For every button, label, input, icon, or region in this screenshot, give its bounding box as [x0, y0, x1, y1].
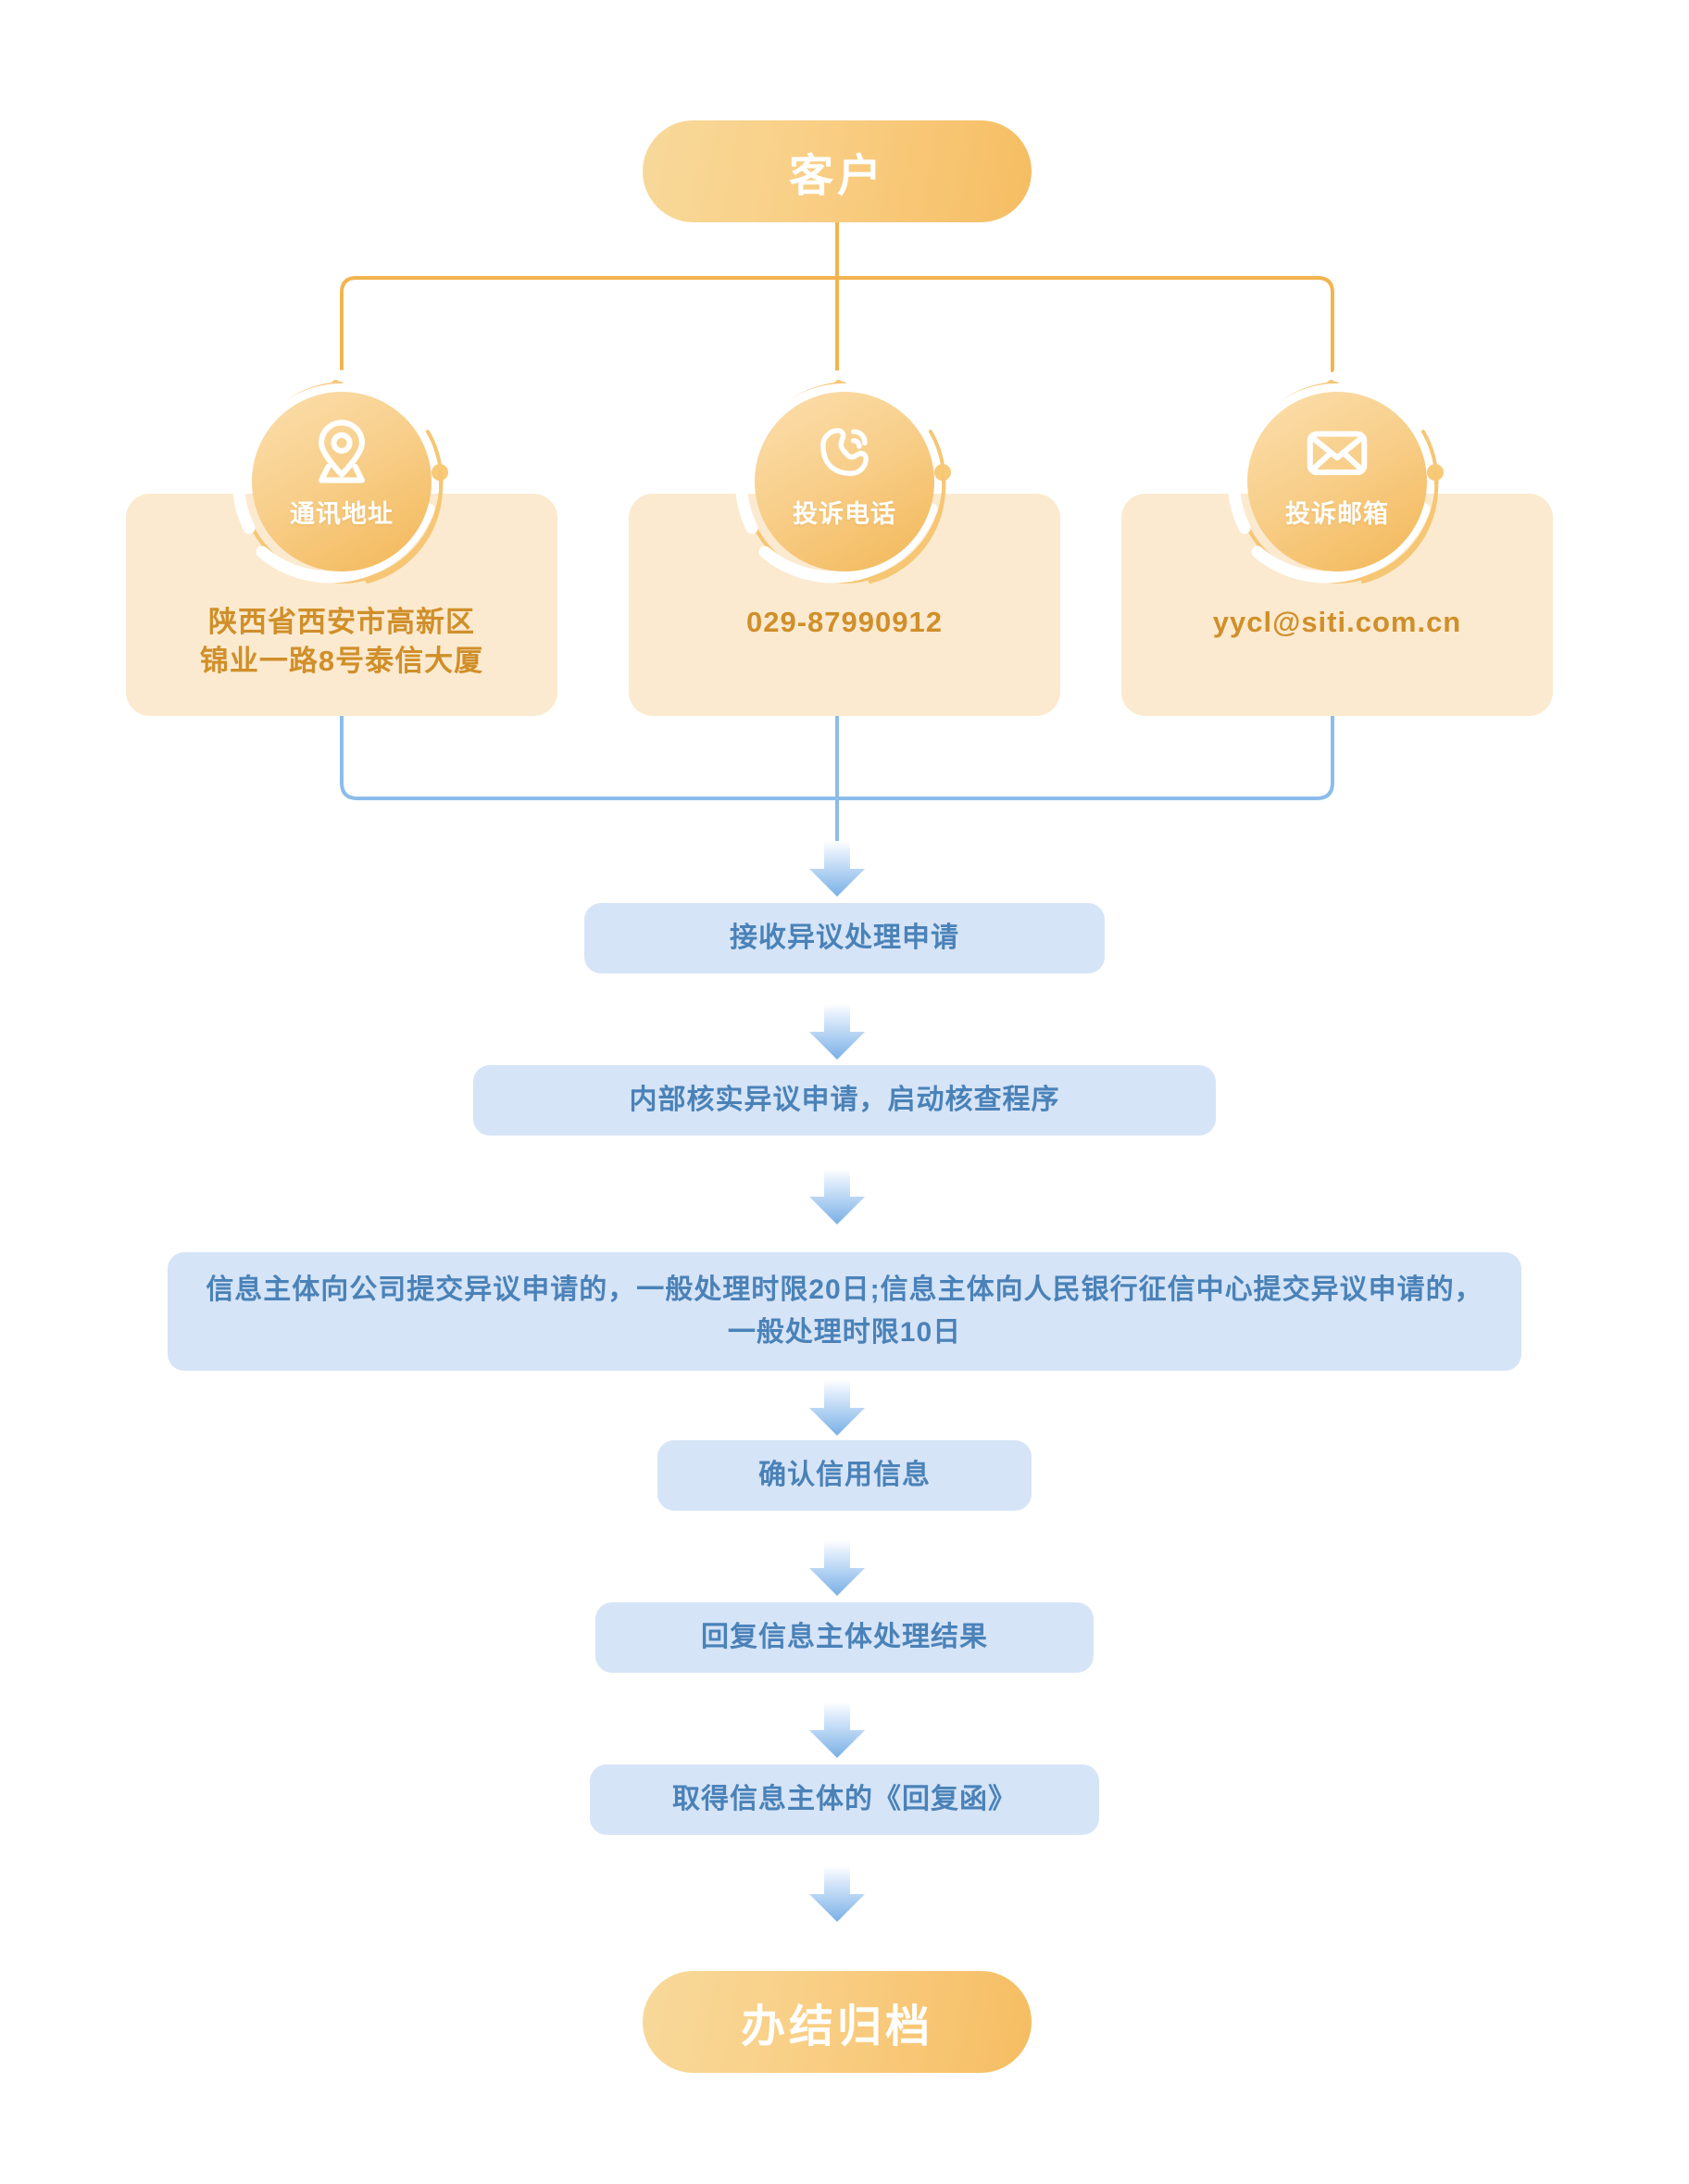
contact-badge-phone[interactable]: 投诉电话: [732, 369, 957, 595]
badge-ring-decoration: [1227, 370, 1444, 584]
process-step-4[interactable]: 确认信用信息: [657, 1440, 1032, 1511]
process-step-5[interactable]: 回复信息主体处理结果: [595, 1602, 1094, 1673]
badge-disc-email: 投诉邮箱: [1247, 392, 1427, 571]
contact-phone-value: 029-87990912: [629, 603, 1060, 642]
badge-disc-address: 通讯地址: [252, 392, 432, 571]
badge-ring-decoration: [734, 370, 951, 584]
contact-card-address[interactable]: 陕西省西安市高新区 锦业一路8号泰信大厦: [126, 494, 557, 716]
start-node-label: 客户: [788, 152, 885, 201]
email-address: yycl@siti.com.cn: [1212, 606, 1462, 638]
process-step-2[interactable]: 内部核实异议申请，启动核查程序: [473, 1065, 1216, 1136]
badge-disc-phone: 投诉电话: [755, 392, 934, 571]
contact-email-value: yycl@siti.com.cn: [1121, 603, 1553, 642]
envelope-icon: [1307, 431, 1368, 475]
process-step-6[interactable]: 取得信息主体的《回复函》: [590, 1764, 1099, 1835]
process-step-3-label: 信息主体向公司提交异议申请的，一般处理时限20日;信息主体向人民银行征信中心提交…: [206, 1274, 1483, 1349]
process-step-2-label: 内部核实异议申请，启动核查程序: [629, 1084, 1060, 1115]
process-step-1-label: 接收异议处理申请: [730, 922, 959, 953]
badge-label-address: 通讯地址: [290, 500, 394, 528]
process-step-1[interactable]: 接收异议处理申请: [584, 903, 1105, 973]
process-step-6-label: 取得信息主体的《回复函》: [672, 1783, 1017, 1814]
contact-badge-address[interactable]: 通讯地址: [229, 369, 455, 595]
phone-number: 029-87990912: [746, 606, 943, 638]
contact-badge-email[interactable]: 投诉邮箱: [1224, 369, 1450, 595]
phone-call-icon: [820, 428, 869, 476]
badge-label-phone: 投诉电话: [793, 500, 896, 528]
contact-address-value: 陕西省西安市高新区 锦业一路8号泰信大厦: [126, 603, 557, 681]
process-step-3[interactable]: 信息主体向公司提交异议申请的，一般处理时限20日;信息主体向人民银行征信中心提交…: [168, 1252, 1521, 1371]
end-node-label: 办结归档: [740, 2002, 933, 2052]
address-line-2: 锦业一路8号泰信大厦: [199, 644, 484, 677]
badge-label-email: 投诉邮箱: [1285, 500, 1389, 528]
process-step-4-label: 确认信用信息: [758, 1459, 931, 1490]
end-node-archive[interactable]: 办结归档: [643, 1971, 1032, 2073]
location-pin-icon: [319, 420, 365, 483]
start-node-customer[interactable]: 客户: [643, 120, 1032, 222]
process-step-5-label: 回复信息主体处理结果: [701, 1621, 988, 1652]
address-line-1: 陕西省西安市高新区: [208, 606, 475, 638]
badge-ring-decoration: [231, 370, 448, 584]
